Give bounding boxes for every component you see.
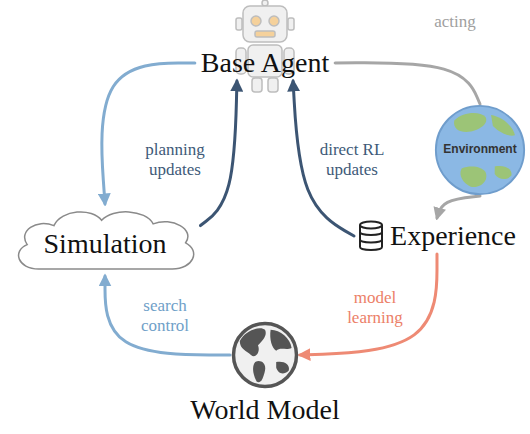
node-text: Environment [443, 143, 516, 157]
experience-store: Experience [354, 218, 520, 254]
connector-arrow [105, 276, 230, 355]
node-text: Simulation [44, 228, 167, 260]
connector-arrow [335, 63, 480, 104]
node-text: World Model [190, 394, 339, 426]
environment-globe: Environment [434, 104, 526, 196]
edge-label: model learning [339, 288, 411, 329]
world-model-globe: World Model [230, 320, 300, 390]
node-text: Base Agent [201, 47, 329, 79]
world-globe-icon [230, 320, 300, 390]
agent-label: Base Agent [195, 45, 335, 81]
simulation-cloud: Simulation [10, 204, 201, 276]
database-icon [358, 220, 384, 252]
connector-arrow [437, 196, 480, 218]
edge-label: direct RL updates [311, 140, 393, 181]
node-text: Experience [390, 220, 516, 252]
connector-arrow [300, 254, 437, 355]
connector-arrow [102, 63, 195, 204]
edge-label: planning updates [130, 140, 220, 181]
edge-label: acting [420, 12, 490, 32]
edge-label: search control [129, 296, 201, 337]
